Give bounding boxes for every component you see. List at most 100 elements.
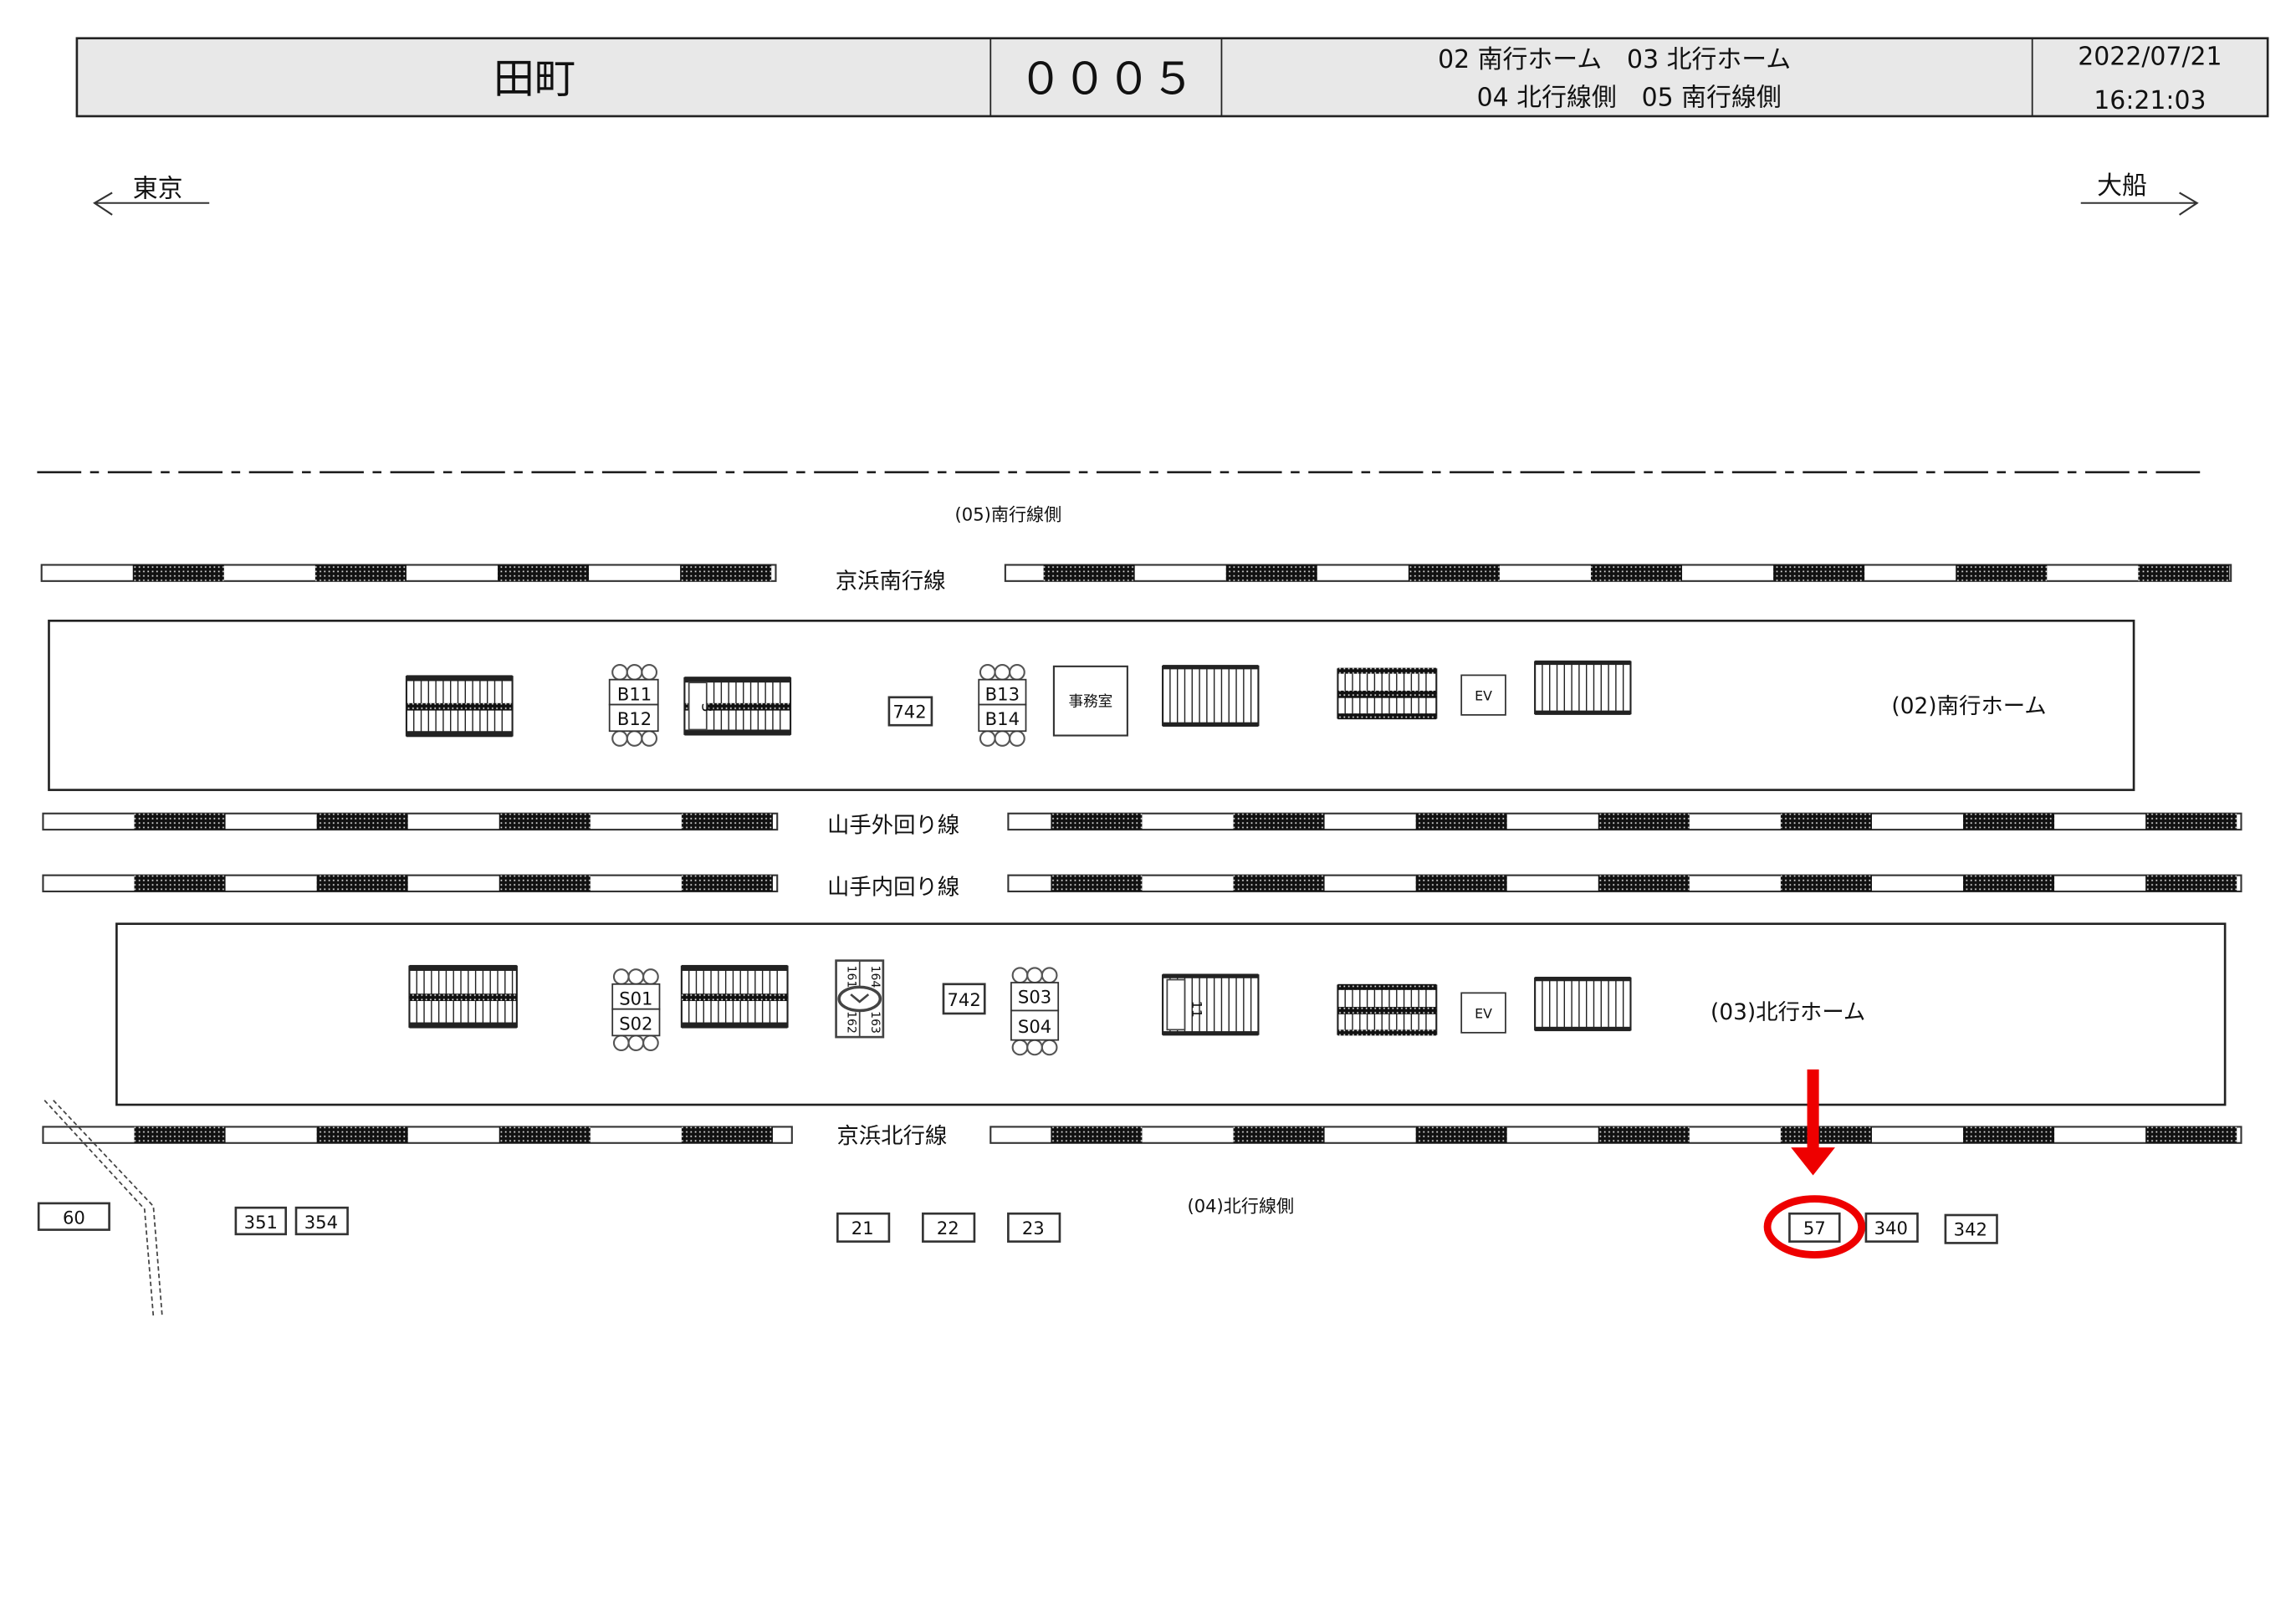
location-box[interactable]: 342 xyxy=(1944,1213,1998,1244)
stair-edge xyxy=(406,731,513,738)
header-bar: 田町 ０００５ 02 南行ホーム 03 北行ホーム 04 北行線側 05 南行線… xyxy=(75,37,2269,118)
bench-seats xyxy=(1011,967,1058,984)
stair-edge xyxy=(1163,973,1259,978)
staircase xyxy=(408,964,518,1029)
red-arrow-shaft xyxy=(1807,1069,1819,1151)
track-sleeper-block xyxy=(499,875,591,891)
platform-legend-line1: 02 南行ホーム 03 北行ホーム xyxy=(1438,45,1791,74)
track-sleeper-block xyxy=(134,813,226,830)
stair-edge xyxy=(681,1022,788,1029)
bench-seats xyxy=(612,1034,659,1052)
bench-label: B14 xyxy=(985,708,1020,729)
stair-edge xyxy=(409,964,517,971)
track-sleeper-block xyxy=(1780,875,1872,891)
stair-edge xyxy=(1337,667,1437,674)
location-box[interactable]: 340 xyxy=(1864,1212,1919,1243)
seat-icon xyxy=(642,968,659,985)
bench-seats xyxy=(979,664,1025,681)
stair-edge xyxy=(1535,1026,1631,1032)
track-sleeper-block xyxy=(134,1126,226,1143)
stair-landing xyxy=(406,702,513,711)
track-rail xyxy=(42,1126,793,1144)
ad-sign-742-north: 742 xyxy=(942,983,986,1015)
location-number: 22 xyxy=(937,1218,959,1238)
seat-icon xyxy=(1026,967,1043,984)
stair-outline xyxy=(1534,977,1632,1031)
track-sleeper-block xyxy=(1598,813,1690,830)
location-box[interactable]: 351 xyxy=(234,1206,288,1236)
track-sleeper-block xyxy=(1051,1126,1143,1143)
stair-outline xyxy=(1534,661,1632,715)
bench-label: S03 xyxy=(1018,987,1051,1008)
location-number: 351 xyxy=(244,1212,278,1233)
stair-landing xyxy=(681,993,788,1002)
location-box[interactable]: 21 xyxy=(836,1212,891,1243)
location-box[interactable]: 23 xyxy=(1007,1212,1061,1243)
seat-icon xyxy=(641,664,658,681)
tracks xyxy=(40,564,2242,1144)
ad-label: 742 xyxy=(892,701,926,722)
track-sleeper-block xyxy=(1590,564,1683,581)
platform-fixtures xyxy=(405,660,1632,1056)
north-platform xyxy=(115,922,2227,1106)
track-label-keihin-north: 京浜北行線 xyxy=(836,1124,947,1149)
time: 16:21:03 xyxy=(2094,86,2206,115)
track-sleeper-block xyxy=(681,1126,773,1143)
track-sleeper-block xyxy=(1408,564,1500,581)
track-sleeper-block xyxy=(499,1126,591,1143)
location-box[interactable]: 354 xyxy=(294,1206,349,1236)
bench-label: B13 xyxy=(985,683,1020,704)
bench-label: B11 xyxy=(617,683,652,704)
staircase xyxy=(1534,660,1632,715)
track-sleeper-block xyxy=(1963,813,2055,830)
track-yamanote-inner xyxy=(42,874,2242,893)
bench-label: S04 xyxy=(1018,1016,1051,1037)
stair-number: 3 xyxy=(698,703,715,712)
direction-left: 東京 xyxy=(93,175,210,216)
clock-pillar: 161 162 164 163 xyxy=(835,959,885,1039)
walkway-line xyxy=(43,1100,163,1317)
track-sleeper-block xyxy=(316,813,408,830)
clock-label: 164 xyxy=(868,966,882,988)
seat-icon xyxy=(1041,1039,1058,1056)
date: 2022/07/21 xyxy=(2078,42,2222,71)
north-side-label: (04)北行線側 xyxy=(1187,1195,1294,1216)
track-sleeper-block xyxy=(2145,875,2237,891)
location-number: 340 xyxy=(1874,1218,1908,1238)
north-platform-label: (03)北行ホーム xyxy=(1710,1000,1865,1025)
stair-number: 11 xyxy=(1189,1001,1204,1018)
track-sleeper-block xyxy=(1415,875,1507,891)
clock-label: 161 xyxy=(845,966,858,988)
track-sleeper-block xyxy=(1956,564,2048,581)
direction-right-label: 大船 xyxy=(2097,171,2147,201)
seat-icon xyxy=(642,1034,659,1052)
seat-icon xyxy=(1026,1039,1043,1056)
seat-icon xyxy=(626,664,643,681)
ad-label: 742 xyxy=(947,989,980,1010)
track-sleeper-block xyxy=(316,875,408,891)
location-box[interactable]: 22 xyxy=(922,1212,976,1243)
bench-b11-b12: B11 B12 xyxy=(608,678,659,733)
stair-edge xyxy=(1163,1031,1259,1036)
location-box-highlighted[interactable]: 57 xyxy=(1788,1212,1841,1243)
bench-label: S01 xyxy=(619,988,652,1009)
seat-icon xyxy=(979,730,996,747)
seat-icon xyxy=(611,730,628,747)
stair-side-box xyxy=(1166,978,1186,1031)
bench-label: S02 xyxy=(619,1013,652,1034)
location-boxes: 60 351 354 21 22 23 57 340 342 xyxy=(37,1202,1998,1244)
red-circle-highlight xyxy=(1763,1195,1866,1259)
direction-left-label: 東京 xyxy=(133,175,183,204)
stair-landing xyxy=(1337,690,1437,698)
location-box[interactable]: 60 xyxy=(37,1202,110,1231)
track-sleeper-block xyxy=(2138,564,2230,581)
track-sleeper-block xyxy=(1598,875,1690,891)
seat-icon xyxy=(979,664,996,681)
track-sleeper-block xyxy=(681,813,773,830)
seat-icon xyxy=(994,664,1011,681)
seat-icon xyxy=(626,730,643,747)
direction-right: 大船 xyxy=(2080,171,2199,216)
stair-landing xyxy=(684,702,791,711)
track-sleeper-block xyxy=(1415,1126,1507,1143)
